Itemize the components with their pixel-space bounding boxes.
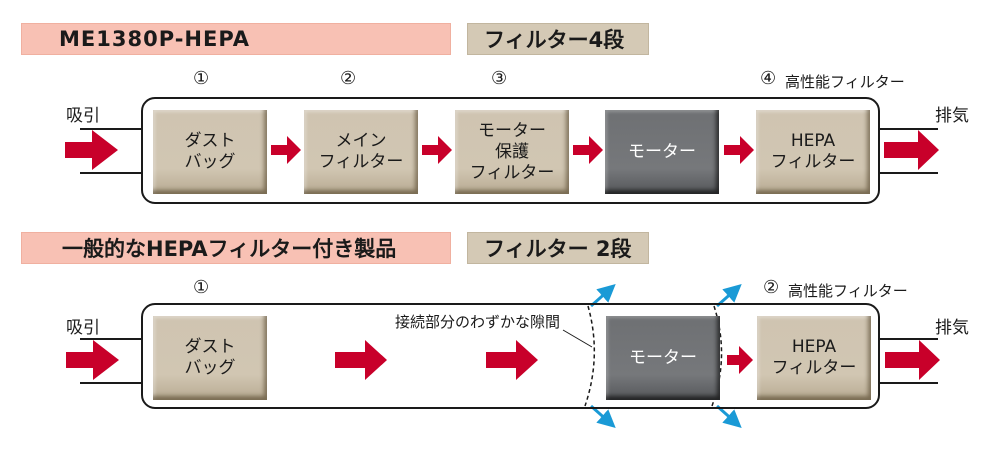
top-flow-arrow-icon-1 — [271, 136, 301, 164]
top-flow-arrow-icon-2 — [422, 136, 452, 164]
gap-note-label: 接続部分のわずかな隙間 — [395, 313, 561, 331]
top-badge-text: フィルター4段 — [484, 28, 625, 52]
gap-dashed-line-left — [584, 305, 596, 407]
top-step-number-3: ③ — [491, 68, 508, 89]
top-intake-duct-lower — [80, 172, 142, 174]
top-intake-label: 吸引 — [66, 106, 100, 126]
bottom-exhaust-duct-upper — [878, 338, 938, 340]
bottom-badge-text: フィルター 2段 — [484, 237, 632, 261]
bottom-title-band: 一般的なHEPAフィルター付き製品 — [21, 232, 451, 264]
bottom-box-dust-bag: ダスト バッグ — [153, 316, 267, 400]
top-step-number-1: ① — [193, 68, 210, 89]
bottom-box-hepa-filter: HEPA フィルター — [757, 316, 871, 400]
top-box-motor-protect-filter: モーター 保護 フィルター — [455, 110, 569, 194]
top-box-motor: モーター — [605, 110, 719, 194]
gap-note-leader-line — [562, 329, 593, 348]
top-step-number-4: ④ — [760, 68, 777, 89]
top-exhaust-arrow-icon — [884, 130, 939, 170]
bottom-flow-arrow-icon-3 — [727, 346, 753, 374]
bottom-hepa-note: 高性能フィルター — [788, 282, 908, 300]
top-flow-arrow-icon-4 — [724, 136, 754, 164]
bottom-vacuum-body-frame — [141, 303, 880, 409]
bottom-filter-count-badge: フィルター 2段 — [467, 232, 649, 264]
top-box-dust-bag: ダスト バッグ — [153, 110, 267, 194]
top-vacuum-body-frame — [141, 97, 880, 204]
bottom-exhaust-duct-lower — [878, 382, 938, 384]
top-hepa-note: 高性能フィルター — [785, 73, 905, 91]
bottom-exhaust-label: 排気 — [935, 318, 969, 338]
top-intake-duct-upper — [80, 128, 142, 130]
top-intake-arrow-icon — [65, 130, 118, 170]
bottom-flow-arrow-icon-1 — [335, 340, 387, 380]
top-exhaust-label: 排気 — [935, 106, 969, 126]
top-flow-arrow-icon-3 — [573, 136, 603, 164]
bottom-step-number-2: ② — [763, 277, 780, 298]
top-step-number-2: ② — [340, 68, 357, 89]
bottom-title: 一般的なHEPAフィルター付き製品 — [62, 237, 397, 261]
bottom-step-number-1: ① — [193, 277, 210, 298]
bottom-flow-arrow-icon-2 — [486, 340, 538, 380]
bottom-intake-label: 吸引 — [66, 318, 100, 338]
bottom-box-motor: モーター — [606, 316, 720, 400]
bottom-intake-duct-lower — [80, 382, 142, 384]
top-exhaust-duct-lower — [878, 172, 938, 174]
top-box-main-filter: メイン フィルター — [304, 110, 418, 194]
top-box-hepa-filter: HEPA フィルター — [756, 110, 870, 194]
top-title-band: ME1380P-HEPA — [21, 23, 451, 55]
top-title: ME1380P-HEPA — [59, 27, 251, 51]
top-exhaust-duct-upper — [878, 128, 938, 130]
bottom-exhaust-arrow-icon — [885, 340, 940, 380]
top-filter-count-badge: フィルター4段 — [467, 23, 649, 55]
bottom-intake-arrow-icon — [66, 340, 119, 380]
bottom-intake-duct-upper — [80, 338, 142, 340]
